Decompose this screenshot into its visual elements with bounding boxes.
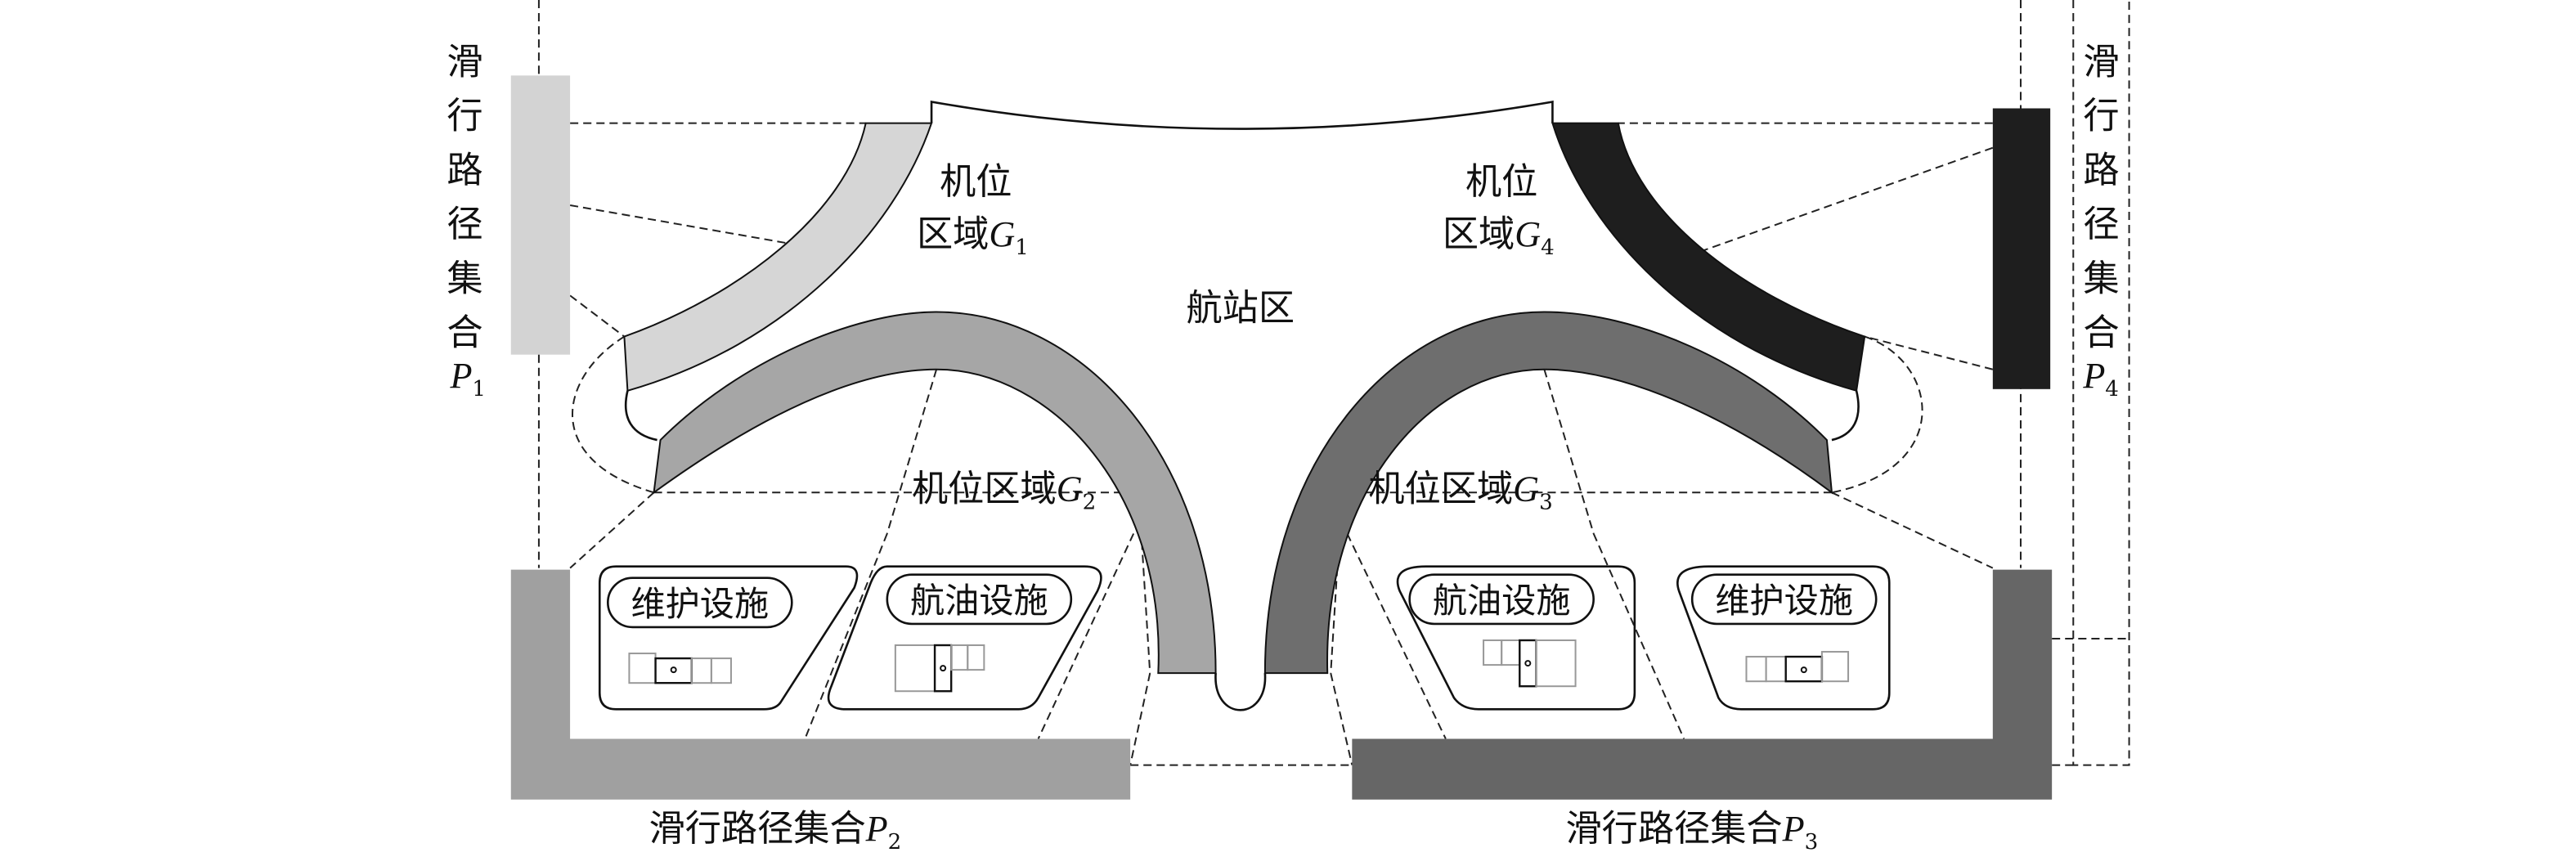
- label-char: 滑: [447, 41, 482, 83]
- label-char: 集: [447, 258, 482, 299]
- stand-area-g1: [623, 122, 933, 393]
- label-text: 机位: [1465, 161, 1537, 203]
- stand-area-g4: [1551, 122, 1866, 393]
- taxi-path-p1-label: 滑 行 路 径 集 合 P1: [447, 41, 486, 401]
- stand-area-g2-label: 机位区域G2: [912, 468, 1096, 514]
- label-symbol: P1: [449, 356, 486, 402]
- facility-maintenance-right: 维护设施: [1676, 565, 1891, 711]
- label-text: 区域G4: [1443, 213, 1555, 260]
- label-symbol: P4: [2082, 356, 2119, 402]
- facility-label: 航油设施: [910, 581, 1048, 621]
- stand-area-g3-label: 机位区域G3: [1368, 468, 1552, 514]
- label-char: 行: [2083, 96, 2119, 137]
- taxi-path-p1-bar: [510, 75, 571, 355]
- label-char: 集: [2083, 258, 2119, 299]
- label-char: 路: [2083, 150, 2119, 191]
- taxi-path-p3-label: 滑行路径集合P3: [1566, 808, 1819, 855]
- terminal-label: 航站区: [1186, 288, 1295, 330]
- label-text: 机位: [940, 161, 1012, 203]
- aircraft-stand-icons: [1483, 639, 1577, 688]
- label-char: 路: [447, 150, 482, 191]
- aircraft-stand-icons: [894, 644, 985, 693]
- stand-area-g4-label: 机位 区域G4: [1443, 161, 1555, 260]
- label-char: 行: [447, 96, 482, 137]
- taxi-path-p3-bar: [1352, 569, 2053, 800]
- taxi-path-p4-bar: [1992, 108, 2051, 389]
- facility-fuel-right: 航油设施: [1396, 565, 1636, 711]
- label-char: 合: [447, 312, 482, 354]
- label-char: 合: [2083, 312, 2119, 354]
- stand-area-g2: [653, 311, 1217, 675]
- stand-area-g1-label: 机位 区域G1: [917, 161, 1029, 260]
- facility-label: 航油设施: [1433, 581, 1571, 621]
- label-char: 径: [2083, 204, 2119, 245]
- label-text: 区域G1: [917, 213, 1029, 260]
- aircraft-stand-icons: [628, 653, 732, 684]
- label-char: 径: [447, 204, 482, 245]
- aircraft-stand-icons: [1745, 651, 1850, 683]
- taxi-path-p2-bar: [510, 569, 1131, 800]
- stand-area-g3: [1263, 311, 1833, 675]
- facility-label: 维护设施: [631, 584, 769, 624]
- label-char: 滑: [2083, 41, 2119, 83]
- facility-fuel-left: 航油设施: [827, 565, 1102, 711]
- terminal-area: [930, 100, 1554, 130]
- boundary-lines: [537, 0, 2130, 766]
- taxi-path-p2-label: 滑行路径集合P2: [649, 808, 902, 855]
- facility-maintenance-left: 维护设施: [598, 565, 859, 711]
- taxi-path-p4-label: 滑 行 路 径 集 合 P4: [2082, 41, 2119, 401]
- facility-label: 维护设施: [1715, 581, 1853, 621]
